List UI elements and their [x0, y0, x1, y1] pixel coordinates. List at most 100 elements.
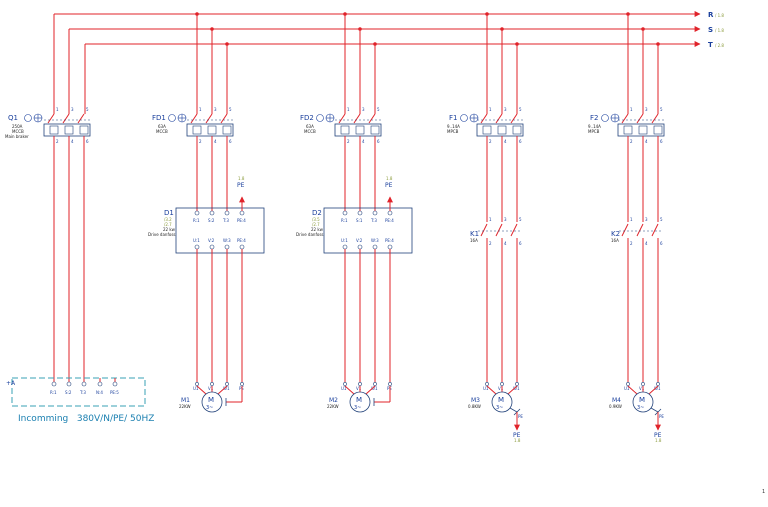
m1-term-w: W1 [223, 386, 230, 391]
k2-pin-bot-6: 6 [660, 241, 663, 246]
fd2-pin-bot-2: 2 [347, 139, 350, 144]
terminal-pin-n: N:4 [96, 390, 103, 395]
q1-pin-bot-2: 2 [56, 139, 59, 144]
m3-term-u: U1 [483, 386, 489, 391]
f2-tag: F2 [590, 114, 598, 122]
m3-pe-pin: PE [518, 414, 523, 419]
f1-pin-bot-6: 6 [519, 139, 522, 144]
k1-pin-bot-2: 2 [489, 241, 492, 246]
m4-tag: M4 [612, 397, 621, 404]
d1-in-pe: PE:4 [237, 218, 246, 223]
d1-power: 22 kw [163, 227, 176, 232]
d2-in-s: S:1 [356, 218, 363, 223]
bus-ref-s: / 1.8 [715, 28, 724, 33]
k1-contactor: 1 3 5 2 4 6 K1 16A [470, 217, 522, 382]
m3-phase: 3~ [496, 405, 503, 411]
d2-out-w: W:3 [371, 238, 379, 243]
terminal-pin-r: R:1 [50, 390, 57, 395]
k2-pin-bot-4: 4 [645, 241, 648, 246]
m2-phase: 3~ [354, 405, 361, 411]
f1-pin-top-5: 5 [519, 107, 522, 112]
f1-tag: F1 [449, 114, 457, 122]
m3-power: 0.8KW [468, 404, 481, 409]
k2-contactor: 1 3 5 2 4 6 K2 16A [611, 217, 663, 382]
q1-pin-top-5: 5 [86, 107, 89, 112]
m2-tag: M2 [329, 397, 338, 404]
d2-sub1: /3.5 [312, 217, 320, 222]
d1-in-r: R:1 [193, 218, 200, 223]
q1-tag: Q1 [8, 114, 18, 122]
d2-in-r: R:1 [341, 218, 348, 223]
f1-pin-top-3: 3 [504, 107, 507, 112]
motor-m3: U1 V1 W1 M 3~ PE PE 1.8 M3 0.8KW [468, 382, 523, 443]
fd2-pin-top-5: 5 [377, 107, 380, 112]
d2-brand: Drive danfoss [296, 232, 323, 237]
fd1-pin-top-5: 5 [229, 107, 232, 112]
f2-pin-bot-2: 2 [630, 139, 633, 144]
m1-phase: 3~ [206, 405, 213, 411]
m4-symbol: M [639, 396, 645, 404]
fd2-pin-bot-4: 4 [362, 139, 365, 144]
terminal-caption: Incomming 380V/N/PE/ 50HZ [18, 414, 154, 424]
fd1-rating: 63A [158, 124, 166, 129]
m1-term-v: V1 [208, 386, 214, 391]
f1-type: MPCB [447, 129, 459, 134]
bus-label-s: S [708, 26, 713, 34]
q1-pin-bot-4: 4 [71, 139, 74, 144]
m2-term-w: W1 [371, 386, 378, 391]
k1-tag: K1 [470, 230, 479, 238]
d1-out-pe: PE:4 [237, 238, 246, 243]
fd2-tag: FD2 [300, 114, 314, 122]
m3-tag: M3 [471, 397, 480, 404]
d2-out-v: V:2 [356, 238, 363, 243]
k2-tag: K2 [611, 230, 620, 238]
d1-out-u: U:1 [193, 238, 200, 243]
m1-symbol: M [208, 396, 214, 404]
f2-pin-bot-6: 6 [660, 139, 663, 144]
fd2-type: MCCB [304, 129, 316, 134]
d2-in-pe: PE:4 [385, 218, 394, 223]
m1-term-u: U1 [193, 386, 199, 391]
m4-term-w: W1 [654, 386, 661, 391]
k2-pin-bot-2: 2 [630, 241, 633, 246]
f2-mpcb: 1 3 5 2 4 6 F2 9..14A MPCB [588, 14, 665, 222]
k1-pin-top-3: 3 [504, 217, 507, 222]
d1-in-s: S:2 [208, 218, 215, 223]
k2-pin-top-1: 1 [630, 217, 633, 222]
incoming-terminal: +A R:1 S:2 T:3 N:4 PE:5 Incomming 380V/N… [6, 377, 154, 424]
k1-pin-bot-4: 4 [504, 241, 507, 246]
f2-pin-top-1: 1 [630, 107, 633, 112]
d2-in-t: T:3 [370, 218, 377, 223]
f1-pin-bot-4: 4 [504, 139, 507, 144]
d1-out-v: V:2 [208, 238, 215, 243]
k2-rating: 16A [611, 238, 619, 243]
d1-pe-ref: 1.8 [238, 176, 245, 181]
k1-pin-bot-6: 6 [519, 241, 522, 246]
d2-out-pe: PE:4 [385, 238, 394, 243]
k1-pin-top-5: 5 [519, 217, 522, 222]
m4-pe-label: PE [654, 432, 662, 439]
d2-pe-ref: 1.8 [386, 176, 393, 181]
m3-term-w: W1 [513, 386, 520, 391]
terminal-pin-t: T:3 [79, 390, 86, 395]
d1-sub1: /3.2 [164, 217, 172, 222]
q1-pin-top-1: 1 [56, 107, 59, 112]
fd2-pin-top-3: 3 [362, 107, 365, 112]
d1-brand: Drive danfoss [148, 232, 175, 237]
k2-pin-top-5: 5 [660, 217, 663, 222]
d1-tag: D1 [164, 209, 174, 217]
fd1-pin-bot-6: 6 [229, 139, 232, 144]
m4-term-u: U1 [624, 386, 630, 391]
q1-pin-top-3: 3 [71, 107, 74, 112]
bus-label-r: R [708, 11, 714, 19]
motor-m2: U1 V1 W1 PE M 3~ M2 22KW [327, 382, 392, 413]
d2-power: 22 kw [311, 227, 324, 232]
q1-desc: Main braker [5, 134, 29, 139]
fd1-pin-top-3: 3 [214, 107, 217, 112]
d1-drive: R:1 S:2 T:3 PE:4 U:1 V:2 W:3 PE:4 D1 /3.… [148, 176, 265, 382]
m3-pe-ref: 1.8 [514, 438, 521, 443]
m3-pe-label: PE [513, 432, 521, 439]
f1-pin-bot-2: 2 [489, 139, 492, 144]
m2-term-u: U1 [341, 386, 347, 391]
f2-type: MPCB [588, 129, 600, 134]
